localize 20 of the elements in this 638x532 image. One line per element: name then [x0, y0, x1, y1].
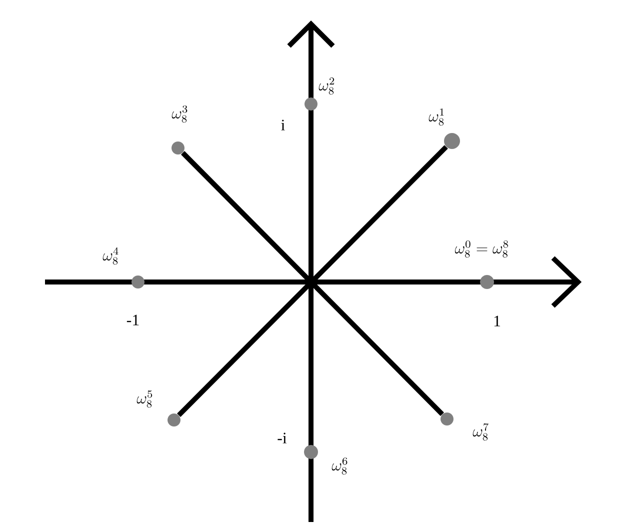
point-dot [440, 412, 454, 426]
point-dot [480, 275, 494, 289]
point-label: $\omega_8^2$ [318, 77, 334, 95]
point-dot [132, 276, 144, 288]
axis-label: -i [278, 432, 287, 444]
point-dot [304, 445, 318, 459]
axis-label: i [281, 120, 285, 130]
axis-label: 1 [494, 316, 500, 326]
point-label: $\omega_8^6$ [332, 457, 348, 475]
point-label: $\omega_8^7$ [472, 423, 488, 441]
point-label: $\omega_8^1$ [428, 108, 444, 126]
point-label: $\omega_8^3$ [172, 105, 188, 123]
point-dot [168, 414, 180, 426]
point-label: $\omega_8^0 = \omega_8^8$ [455, 240, 508, 258]
point-dot [304, 98, 318, 110]
point-dot [444, 133, 460, 149]
point-label: $\omega_8^5$ [136, 390, 152, 408]
point-label: $\omega_8^4$ [102, 247, 118, 265]
point-dot [172, 142, 184, 154]
axis-label: -1 [126, 314, 139, 326]
